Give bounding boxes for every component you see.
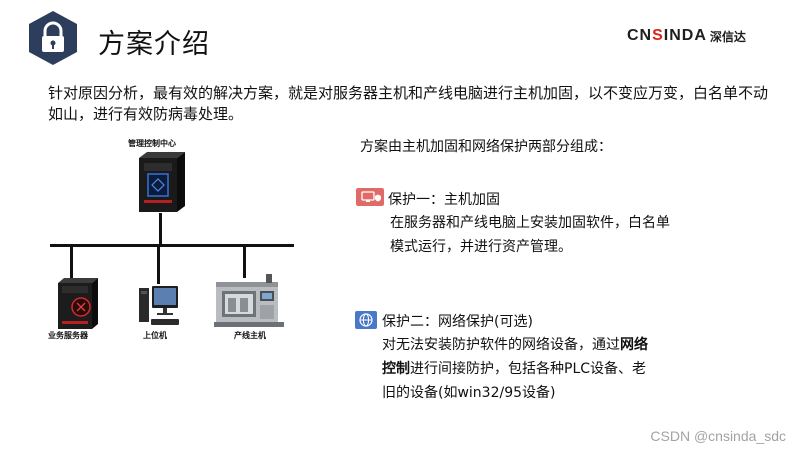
connector-business-server	[70, 244, 73, 282]
lock-icon	[42, 21, 64, 52]
protection-two-heading: 保护二：网络保护(可选)	[382, 314, 533, 330]
logo-hexagon	[29, 11, 77, 65]
brand-logo: CNSINDA 深信达	[627, 25, 746, 47]
globe-icon	[355, 311, 377, 329]
watermark: CSDN @cnsinda_sdc	[650, 428, 786, 444]
solution-summary: 方案由主机加固和网络保护两部分组成：	[360, 139, 612, 155]
node-label-production-host: 产线主机	[234, 331, 266, 340]
brand-name-cn: 深信达	[709, 29, 746, 44]
production-machine-icon	[214, 274, 284, 327]
server-tower-icon	[139, 152, 185, 212]
network-bus-line	[50, 244, 294, 247]
connector-host-computer	[157, 244, 160, 284]
connector-production-host	[243, 244, 246, 278]
protection-two-description: 对无法安装防护软件的网络设备，通过网络 控制进行间接防护，包括各种PLC设备、老…	[382, 337, 648, 401]
protection-one-description: 在服务器和产线电脑上安装加固软件，白名单 模式运行，并进行资产管理。	[390, 215, 670, 255]
host-shield-icon	[356, 188, 384, 206]
protection-one-heading: 保护一：主机加固	[388, 192, 500, 208]
desktop-computer-icon	[139, 286, 179, 325]
node-label-host-computer: 上位机	[143, 331, 167, 340]
server-tower-icon	[58, 278, 98, 329]
page-title: 方案介绍	[98, 29, 210, 60]
brand-name-en: CNSINDA	[627, 27, 707, 44]
node-label-management-center: 管理控制中心	[128, 139, 176, 148]
intro-paragraph: 针对原因分析，最有效的解决方案，就是对服务器主机和产线电脑进行主机加固，以不变应…	[48, 84, 769, 123]
connector-top	[159, 213, 162, 245]
node-label-business-server: 业务服务器	[48, 331, 88, 340]
